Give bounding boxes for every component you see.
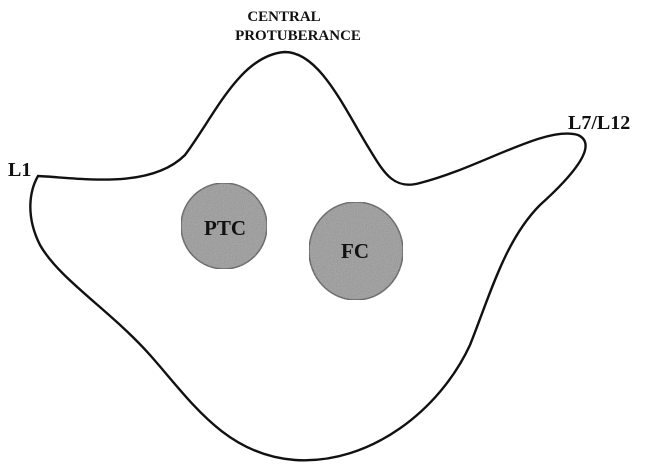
fc-label: FC [305,241,405,262]
l7-l12-label: L7/L12 [568,113,630,133]
l1-label: L1 [8,160,31,180]
central-protuberance-label-line2: PROTUBERANCE [198,29,398,44]
ptc-label: PTC [175,218,275,239]
central-protuberance-label-line1: CENTRAL [184,10,384,25]
